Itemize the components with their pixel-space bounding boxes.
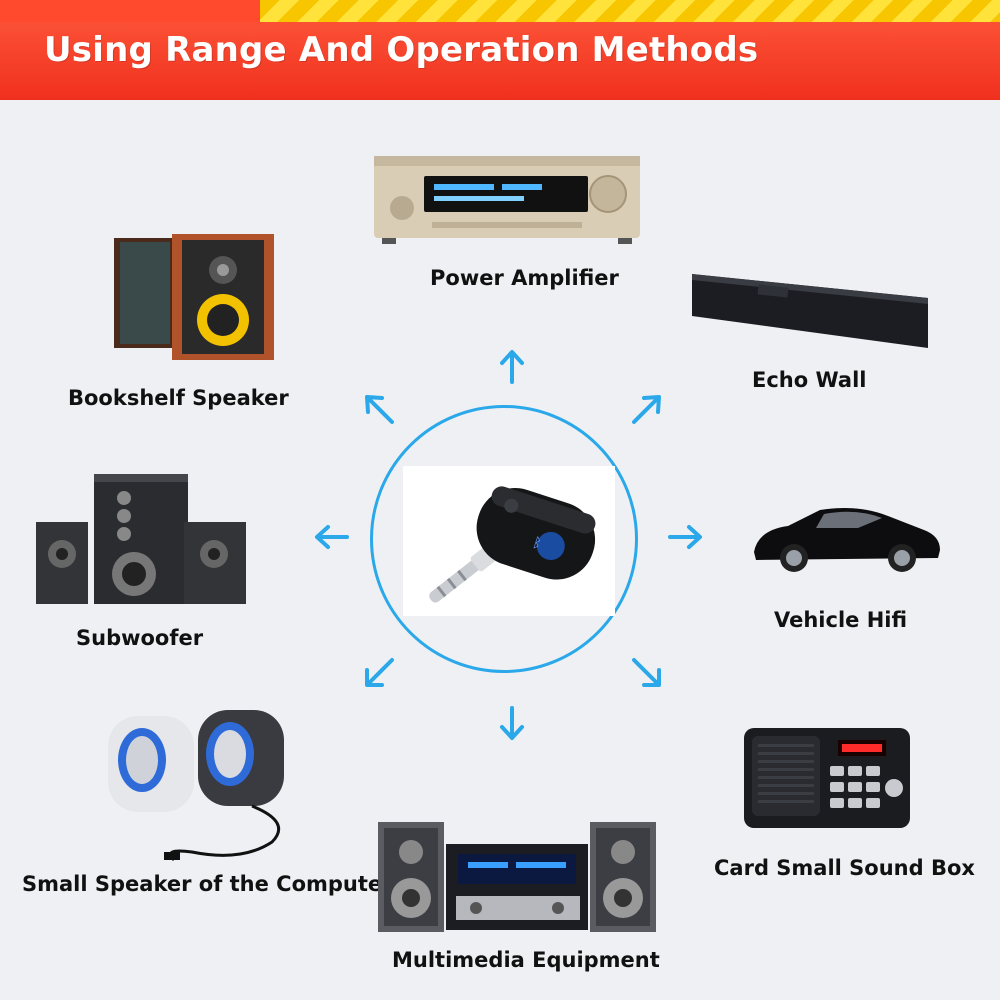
banner-stripe-edge (0, 0, 260, 22)
banner-stripe (240, 0, 1000, 22)
multimedia-equipment-label: Multimedia Equipment (392, 948, 660, 972)
vehicle-hifi-label: Vehicle Hifi (774, 608, 908, 632)
page-title: Using Range And Operation Methods (44, 30, 759, 70)
bookshelf-speaker-image (114, 234, 274, 360)
power-amplifier-image (374, 156, 640, 244)
bluetooth-receiver-icon: ᛒ (403, 466, 615, 616)
arrow-up-right-icon (632, 395, 661, 424)
bluetooth-receiver-image: ᛒ (403, 466, 615, 616)
arrow-down-icon (500, 706, 524, 740)
range-ring (370, 405, 638, 673)
arrow-right-icon (668, 525, 702, 549)
multimedia-equipment-image (378, 822, 656, 932)
arrow-up-left-icon (365, 395, 394, 424)
arrow-up-icon (500, 350, 524, 384)
arrow-left-icon (315, 525, 349, 549)
card-small-sound-box-label: Card Small Sound Box (714, 856, 975, 880)
subwoofer-image (36, 474, 246, 604)
card-small-sound-box-image (744, 728, 910, 828)
echo-wall-label: Echo Wall (752, 368, 867, 392)
header-banner: Using Range And Operation Methods (0, 0, 1000, 100)
small-speaker-computer-image (108, 710, 284, 862)
echo-wall-image (692, 274, 928, 348)
bookshelf-speaker-label: Bookshelf Speaker (68, 386, 289, 410)
power-amplifier-label: Power Amplifier (430, 266, 619, 290)
small-speaker-computer-label: Small Speaker of the Computer (22, 872, 393, 896)
arrow-down-right-icon (632, 658, 661, 687)
arrow-down-left-icon (365, 658, 394, 687)
vehicle-hifi-image (754, 508, 940, 572)
subwoofer-label: Subwoofer (76, 626, 204, 650)
